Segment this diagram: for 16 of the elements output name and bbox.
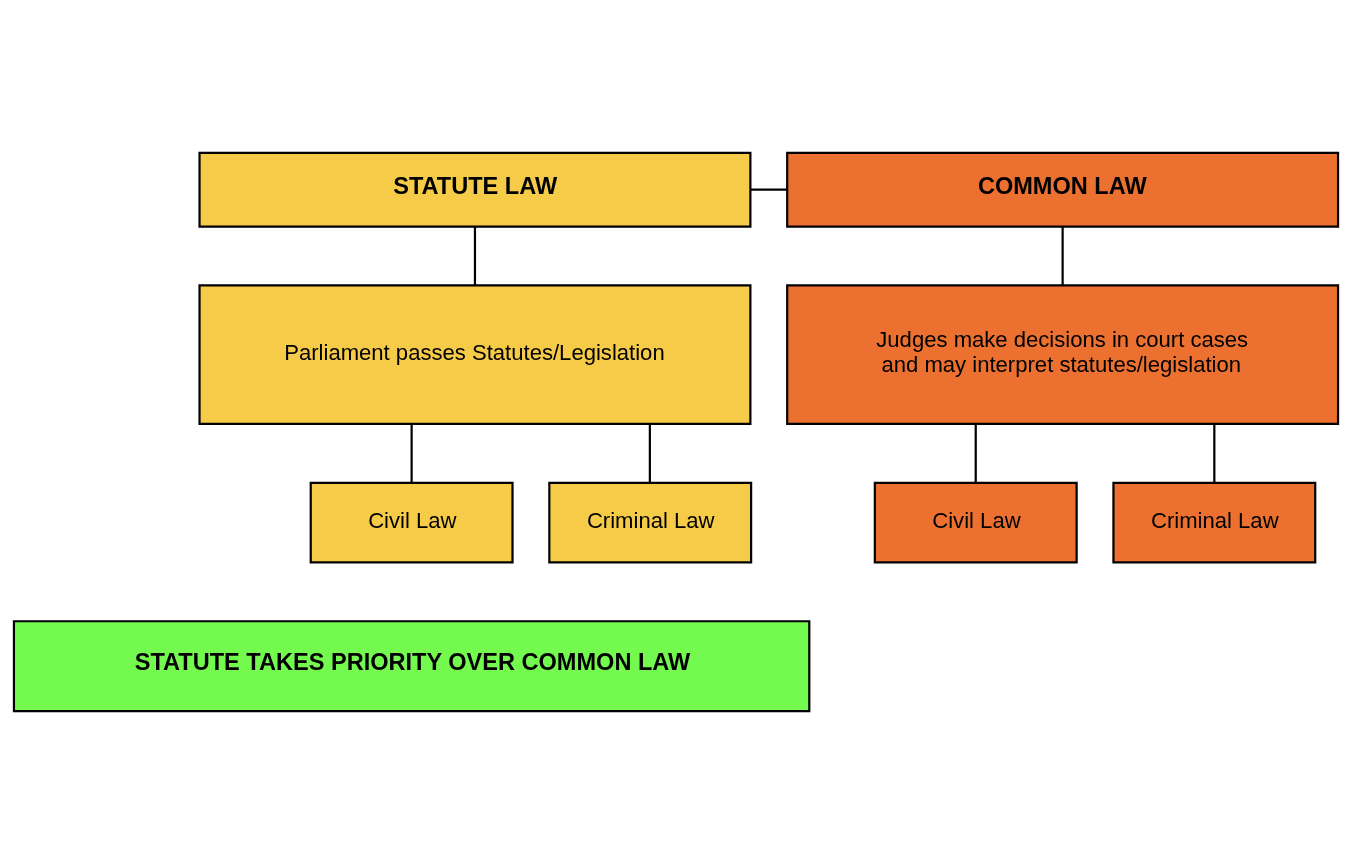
connector xyxy=(974,423,977,483)
node-box: Civil Law xyxy=(873,481,1078,564)
connector xyxy=(410,423,413,483)
connector xyxy=(750,188,787,191)
node-box: Parliament passes Statutes/Legislation xyxy=(198,284,752,425)
connector xyxy=(1061,226,1064,286)
node-box: Judges make decisions in court cases and may interpret statutes/legislation xyxy=(786,284,1340,425)
node-box: Criminal Law xyxy=(548,481,753,564)
node-box: STATUTE LAW xyxy=(198,151,752,228)
node-box: COMMON LAW xyxy=(786,151,1340,228)
connector xyxy=(1213,423,1216,483)
node-box: STATUTE TAKES PRIORITY OVER COMMON LAW xyxy=(12,620,811,713)
node-box: Criminal Law xyxy=(1112,481,1317,564)
connector xyxy=(473,226,477,286)
connector xyxy=(648,423,651,483)
node-box: Civil Law xyxy=(309,481,514,564)
